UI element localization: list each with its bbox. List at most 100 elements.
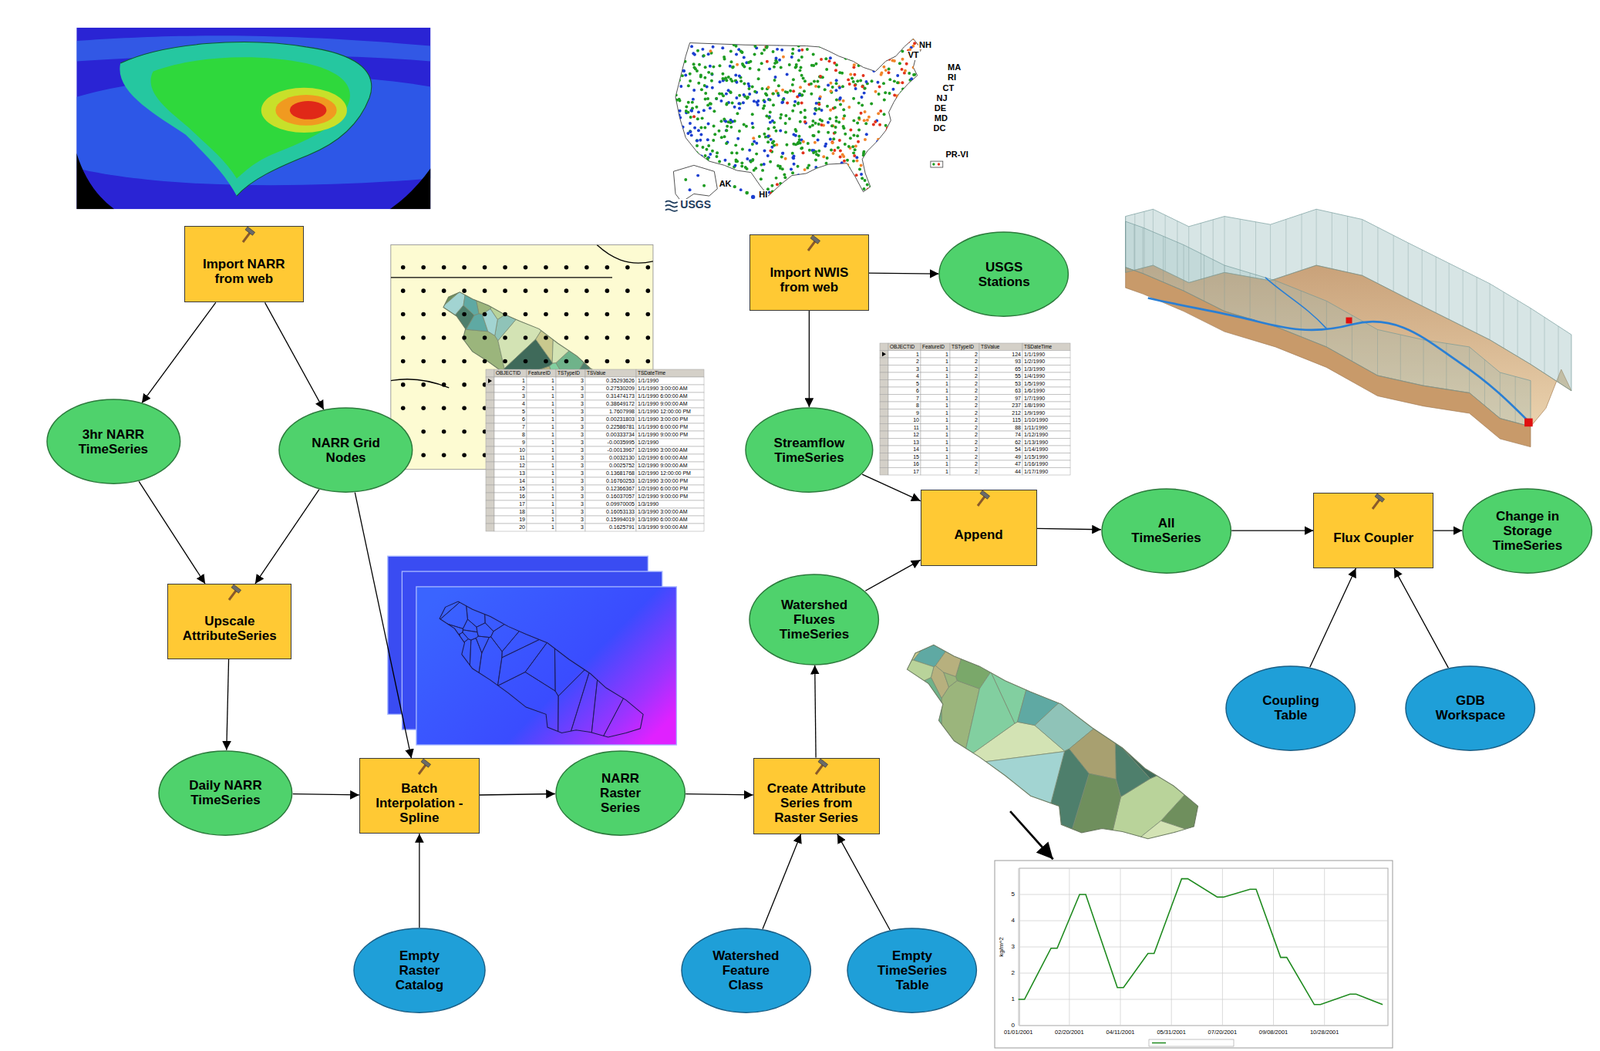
tables-and-chart	[920, 372, 950, 381]
usgs-station-map	[855, 134, 859, 138]
usgs-station-map	[915, 118, 919, 122]
terrain-block	[1435, 256, 1437, 314]
tables-and-chart	[494, 400, 527, 408]
usgs-station-map	[887, 159, 891, 163]
usgs-station-map	[895, 121, 899, 125]
usgs-station-map	[700, 163, 704, 167]
node-label: All TimeSeries	[1124, 515, 1210, 546]
tables-and-chart	[979, 445, 1023, 454]
usgs-station-map	[677, 64, 681, 68]
usgs-station-map	[851, 144, 855, 149]
table-header: TSValue	[585, 369, 637, 378]
usgs-station-map	[869, 102, 873, 106]
usgs-station-map	[744, 124, 748, 128]
narr-grid-map	[461, 312, 467, 317]
narr-precip-map	[150, 57, 350, 179]
usgs-station-map	[916, 75, 920, 79]
usgs-station-map	[886, 156, 890, 160]
raster-stack	[444, 672, 559, 758]
usgs-station-map	[778, 116, 782, 120]
node-text: Daily NARR TimeSeries	[182, 778, 268, 808]
narr-grid-map	[461, 382, 467, 388]
hammer-icon	[977, 496, 985, 506]
usgs-station-map	[696, 174, 700, 178]
usgs-station-map	[906, 114, 910, 118]
table-cell: 1/10/1990	[1022, 416, 1071, 425]
axis-tick: 01/01/2001	[995, 1028, 1042, 1037]
usgs-station-map	[719, 170, 723, 174]
usgs-station-map	[773, 78, 777, 82]
narr-grid-map	[441, 452, 447, 458]
usgs-station-map	[855, 185, 859, 189]
usgs-station-map	[902, 158, 906, 162]
usgs-station-map	[831, 141, 835, 145]
usgs-station-map	[688, 79, 692, 83]
tables-and-chart	[1022, 416, 1071, 425]
usgs-station-map	[690, 44, 694, 48]
usgs-station-map	[772, 125, 776, 129]
usgs-station-map	[919, 90, 923, 94]
usgs-station-map	[855, 155, 859, 159]
usgs-station-map	[735, 111, 739, 115]
usgs-station-map	[695, 162, 699, 166]
terrain-block	[1188, 226, 1190, 283]
usgs-station-map	[922, 190, 926, 194]
narr-grid-map	[502, 335, 508, 341]
usgs-station-map	[844, 34, 848, 38]
usgs-station-map	[838, 86, 842, 90]
usgs-station-map	[704, 91, 708, 95]
ellipse-outline	[1462, 488, 1592, 573]
usgs-station-map	[803, 116, 807, 120]
tables-and-chart	[526, 415, 556, 424]
tables-and-chart	[979, 365, 1023, 374]
table-cell: 3	[555, 438, 586, 447]
narr-grid-map	[441, 265, 447, 270]
terrain-block	[1377, 227, 1378, 284]
terrain-block	[1408, 242, 1409, 300]
tables-and-chart	[526, 384, 556, 393]
usgs-station-map	[767, 127, 771, 131]
usgs-station-map	[855, 121, 859, 125]
usgs-station-map	[880, 143, 884, 147]
narr-grid-map	[481, 309, 498, 337]
usgs-station-map	[834, 125, 838, 129]
usgs-station-map	[727, 192, 731, 196]
usgs-station-map	[896, 80, 900, 85]
tables-and-chart	[888, 416, 921, 425]
usgs-station-map	[777, 42, 781, 46]
usgs-station-map	[889, 42, 893, 46]
usgs-station-map	[843, 132, 847, 136]
tables-and-chart	[1222, 868, 1223, 1026]
usgs-station-map	[751, 142, 755, 146]
usgs-station-map	[884, 124, 888, 128]
usgs-station-map	[691, 97, 695, 102]
tables-and-chart	[485, 431, 495, 439]
usgs-station-map	[797, 44, 801, 48]
usgs-station-map	[724, 197, 728, 201]
usgs-station-map	[889, 154, 893, 159]
table-cell: 1/2/1990	[636, 438, 704, 447]
table-cell: 1	[920, 365, 950, 374]
usgs-station-map	[832, 148, 836, 152]
tables-and-chart	[994, 860, 1393, 1048]
narr-grid-map	[461, 406, 467, 411]
usgs-station-map	[751, 121, 755, 125]
usgs-station-map	[803, 120, 807, 124]
tables-and-chart	[526, 392, 556, 401]
usgs-station-map	[805, 166, 809, 170]
usgs-station-map	[734, 80, 738, 85]
usgs-station-map	[872, 123, 876, 127]
axis-tick: 3	[1000, 943, 1017, 951]
hammer-icon	[414, 760, 432, 776]
usgs-station-map	[835, 180, 839, 184]
table-cell: 3	[555, 461, 586, 470]
usgs-station-map	[879, 138, 883, 142]
usgs-station-map	[683, 45, 688, 49]
usgs-station-map	[751, 112, 755, 116]
narr-grid-map	[441, 429, 447, 435]
table-cell: 1	[920, 357, 950, 366]
usgs-station-map	[858, 194, 862, 198]
flow-arrow	[869, 272, 940, 274]
usgs-station-map	[720, 135, 724, 139]
usgs-station-map	[838, 102, 843, 106]
